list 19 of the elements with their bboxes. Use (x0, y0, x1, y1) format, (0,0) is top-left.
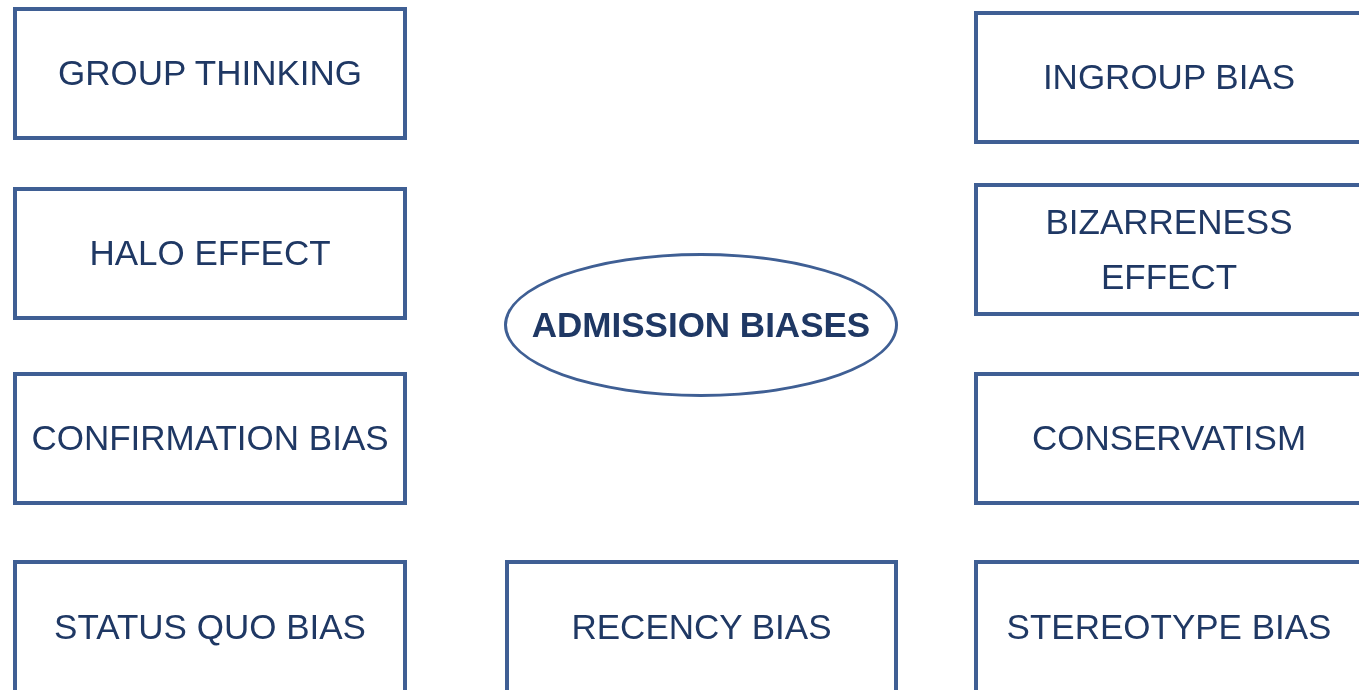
category-box (13, 7, 407, 140)
box-label: STEREOTYPE BIAS (1005, 605, 1333, 648)
category-box (13, 560, 407, 690)
category-box (505, 560, 898, 690)
box-label: BIZARRENESS EFFECT (1044, 201, 1294, 298)
category-box (13, 187, 407, 320)
category-box (974, 183, 1359, 316)
category-box (13, 372, 407, 505)
category-box (974, 560, 1359, 690)
box-label: CONFIRMATION BIAS (30, 417, 390, 460)
box-label: STATUS QUO BIAS (53, 605, 367, 648)
central-label: ADMISSION BIASES (530, 303, 872, 346)
box-label: CONSERVATISM (1030, 417, 1308, 460)
box-label: INGROUP BIAS (1041, 56, 1297, 99)
category-box (974, 11, 1359, 144)
box-label: GROUP THINKING (57, 52, 363, 95)
box-label: RECENCY BIAS (570, 605, 833, 648)
box-label: HALO EFFECT (88, 232, 332, 275)
category-box (974, 372, 1359, 505)
